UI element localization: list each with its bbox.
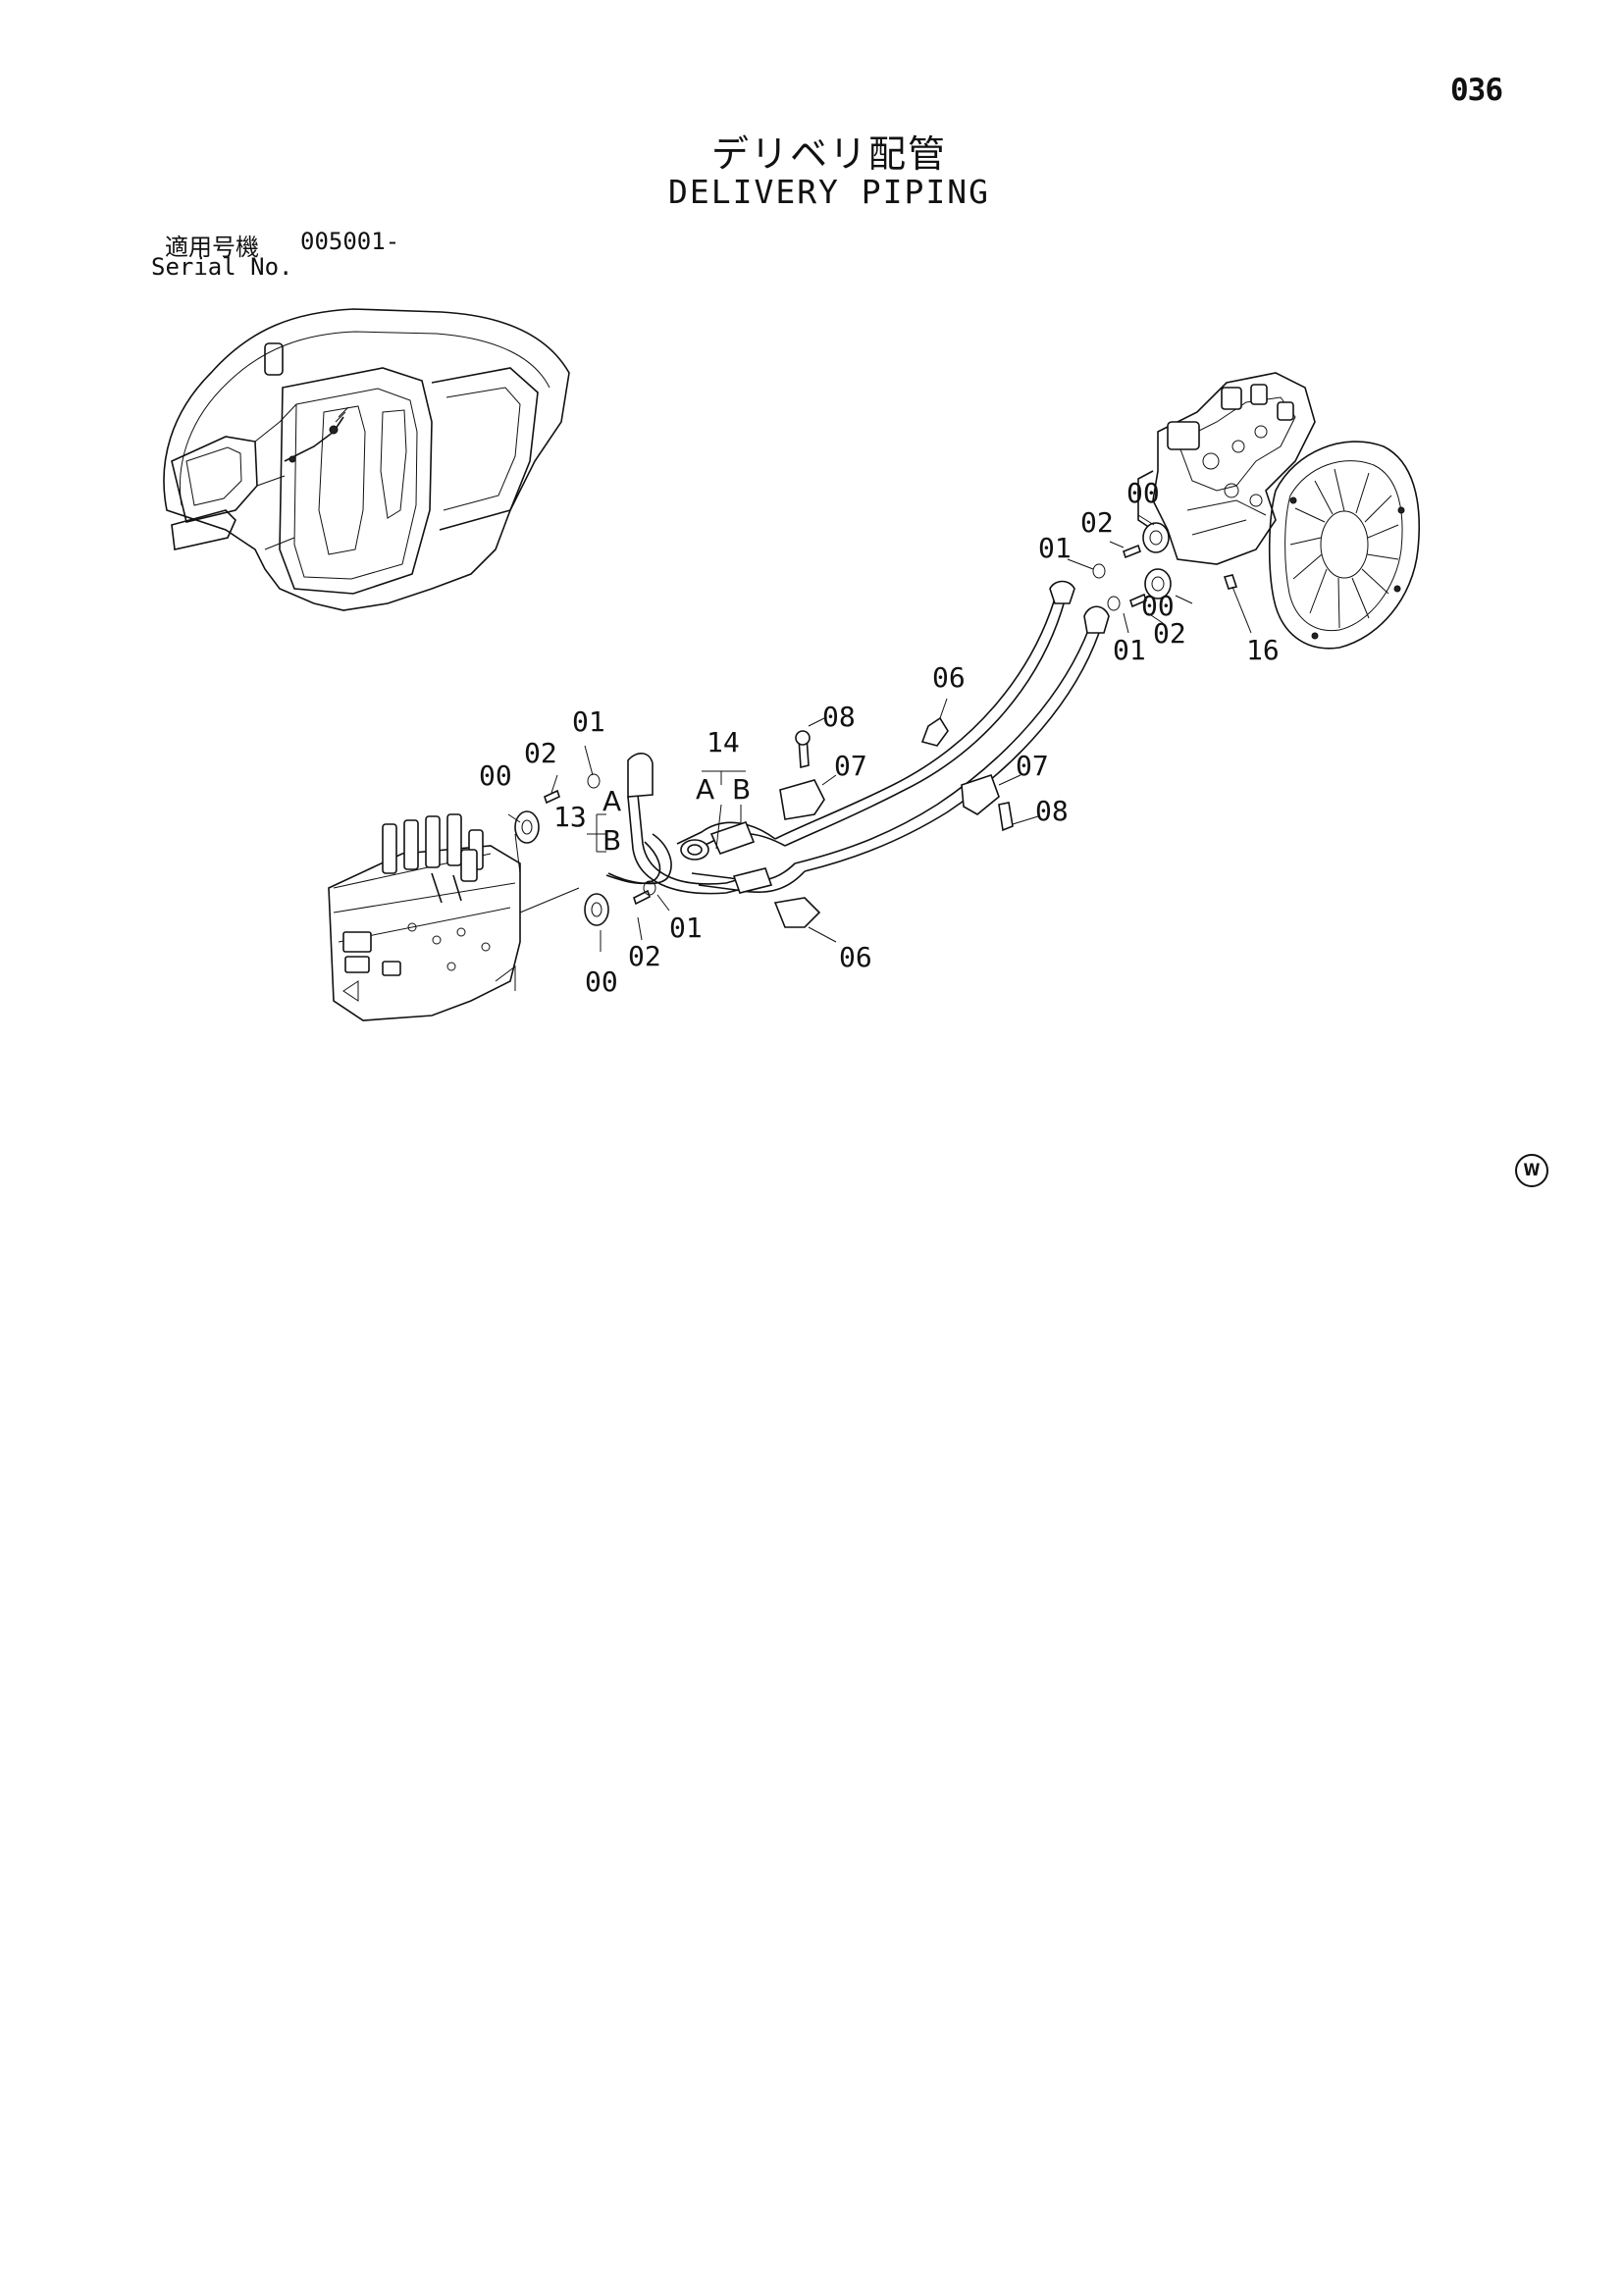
serial-label-english: Serial No. [151, 253, 293, 281]
callout-hose-14: 14 [707, 726, 740, 758]
callout-clamp-06-top: 06 [932, 661, 966, 694]
watermark-w-icon: W [1515, 1154, 1548, 1187]
callout-valve-lower-oring: 01 [669, 912, 703, 944]
callout-bolt-08-mid: 08 [822, 701, 856, 733]
callout-pump-lower-bolt: 02 [1153, 617, 1186, 650]
callout-pump-lower-oring: 01 [1113, 634, 1146, 666]
callout-valve-upper-oring: 01 [572, 705, 605, 738]
serial-label-japanese: 適用号機 [165, 234, 259, 261]
callout-leader-lines [507, 514, 1252, 952]
callout-pump-lower-flange: 00 [1141, 590, 1175, 622]
machine-overview-drawing [163, 308, 570, 611]
page-number: 036 [1450, 73, 1503, 108]
page-title-japanese: デリベリ配管 [710, 132, 947, 176]
callout-pump-upper-bolt: 02 [1080, 506, 1114, 539]
callout-valve-lower-flange: 00 [585, 965, 618, 998]
serial-number-value: 005001- [300, 228, 400, 255]
hardware-parts-drawing [514, 522, 1238, 928]
callout-valve-lower-bolt: 02 [628, 940, 661, 972]
callout-pump-upper-oring: 01 [1038, 532, 1072, 564]
callout-hose-14-b: B [732, 773, 751, 806]
callout-clamp-07-mid: 07 [834, 750, 867, 782]
callout-pump-bolt-16: 16 [1246, 634, 1280, 666]
hydraulic-pump-assembly-drawing [1137, 372, 1421, 650]
callout-hose-13: 13 [553, 801, 587, 833]
callout-clamp-06-bottom: 06 [839, 941, 872, 973]
control-valve-drawing [328, 813, 521, 1021]
callout-pump-upper-flange: 00 [1126, 477, 1160, 509]
page-title-english: DELIVERY PIPING [667, 173, 990, 211]
callout-clamp-07-right: 07 [1016, 750, 1049, 782]
callout-hose-14-a: A [696, 773, 714, 806]
callout-bolt-08-right: 08 [1035, 795, 1069, 827]
callout-labels: 00 02 01 00 01 02 16 06 07 08 08 07 14 A… [479, 477, 1280, 998]
callout-valve-upper-bolt: 02 [524, 737, 557, 769]
callout-hose-13-a: A [602, 785, 621, 817]
callout-hose-13-b: B [602, 824, 621, 857]
callout-valve-upper-flange: 00 [479, 759, 512, 792]
hoses-drawing [605, 580, 1110, 895]
